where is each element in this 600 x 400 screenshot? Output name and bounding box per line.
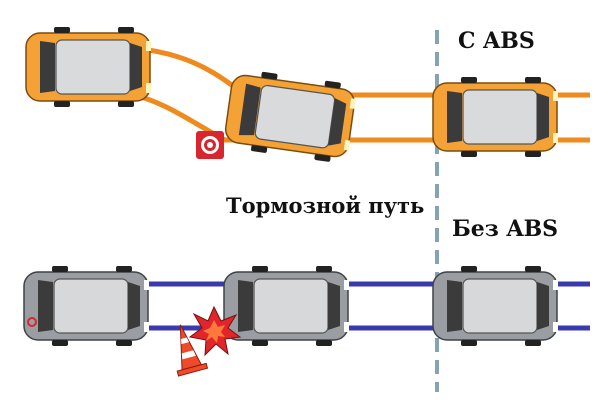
noabs-car-stopped	[432, 265, 559, 347]
label-without-abs: Без ABS	[452, 216, 559, 242]
noabs-car-start	[23, 265, 150, 347]
brake-light-mark	[27, 317, 37, 327]
label-braking-distance: Тормозной путь	[226, 193, 425, 218]
noabs-car-collision	[223, 265, 350, 347]
target-icon	[196, 131, 224, 159]
abs-car-swerving	[222, 67, 359, 166]
abs-car-stopped	[432, 76, 559, 158]
abs-car-start	[25, 26, 152, 108]
crash-burst-icon	[188, 305, 242, 357]
label-with-abs: С ABS	[458, 28, 535, 54]
traffic-cone-icon	[176, 324, 209, 377]
